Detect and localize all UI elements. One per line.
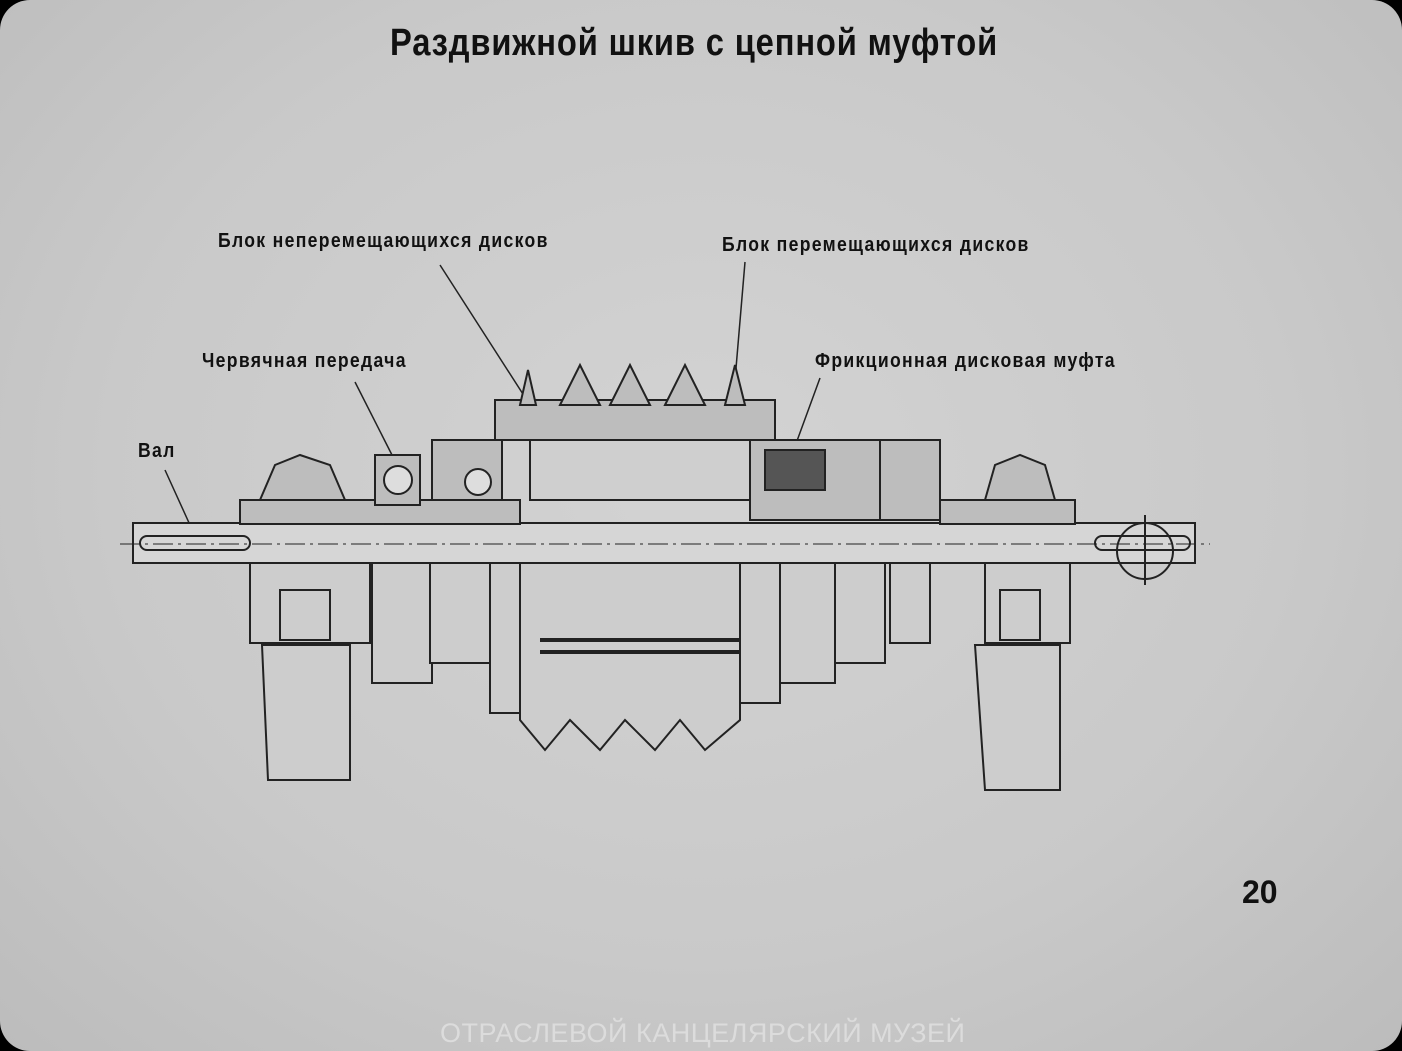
lower-section — [249, 562, 1071, 791]
label-moving-discs: Блок перемещающихся дисков — [722, 234, 1030, 256]
label-fixed-discs: Блок неперемещающихся дисков — [218, 230, 549, 252]
label-friction-clutch: Фрикционная дисковая муфта — [815, 350, 1116, 372]
shaft — [132, 515, 1196, 585]
label-worm-gear: Червячная передача — [202, 350, 407, 372]
slide-title: Раздвижной шкив с цепной муфтой — [390, 22, 999, 64]
label-shaft: Вал — [138, 440, 176, 462]
watermark: ОТРАСЛЕВОЙ КАНЦЕЛЯРСКИЙ МУЗЕЙ — [440, 1018, 966, 1048]
page-number: 20 — [1242, 874, 1278, 910]
upper-section — [239, 362, 1076, 525]
